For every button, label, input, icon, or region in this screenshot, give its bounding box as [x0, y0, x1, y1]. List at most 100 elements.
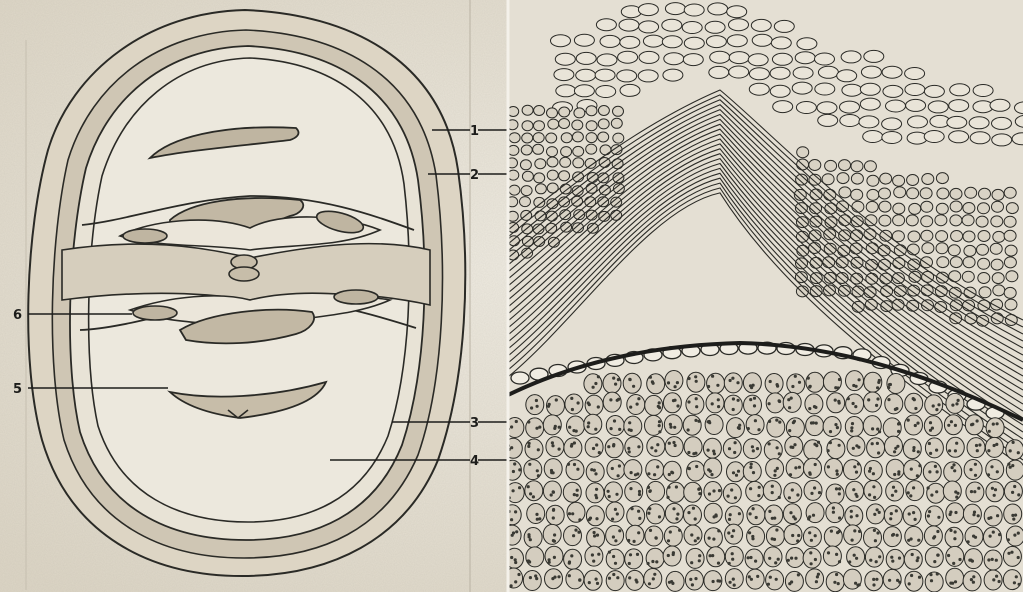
starch-grain [788, 429, 791, 432]
endosperm-cell [704, 503, 722, 523]
starch-grain [695, 405, 698, 408]
endosperm-cell [827, 393, 845, 413]
epidermis-cell [749, 68, 769, 80]
starch-grain [593, 534, 596, 537]
starch-grain [790, 446, 793, 449]
starch-grain [893, 473, 896, 476]
starch-grain [733, 584, 736, 587]
endosperm-cell [725, 506, 743, 526]
parenchyma-cell [936, 231, 948, 242]
starch-grain [648, 582, 651, 585]
starch-grain [1018, 583, 1021, 586]
endosperm-cell [946, 568, 964, 588]
starch-grain [593, 531, 596, 534]
starch-grain [776, 446, 779, 449]
starch-grain [978, 443, 981, 446]
starch-grain [734, 496, 737, 499]
epidermis-cell [596, 19, 616, 31]
starch-grain [572, 534, 575, 537]
starch-grain [1007, 463, 1010, 466]
parenchyma-cell [522, 121, 533, 131]
starch-grain [536, 405, 539, 408]
epidermis-cell [841, 51, 861, 63]
starch-grain [855, 557, 858, 560]
starch-grain [973, 490, 976, 493]
starch-grain [875, 560, 878, 563]
starch-grain [712, 538, 715, 541]
epidermis-cell [662, 36, 682, 48]
starch-grain [1017, 556, 1020, 559]
starch-grain [929, 421, 932, 424]
endosperm-cell [884, 506, 902, 526]
starch-grain [992, 531, 995, 534]
epidermis-cell [928, 101, 948, 113]
starch-grain [812, 514, 815, 517]
starch-grain [797, 534, 800, 537]
starch-grain [916, 422, 919, 425]
epidermis-cell [860, 83, 880, 95]
parenchyma-cell [963, 203, 975, 214]
starch-grain [809, 473, 812, 476]
endosperm-cell [624, 460, 642, 480]
parenchyma-cell [893, 175, 905, 186]
endosperm-cell [924, 416, 942, 436]
starch-grain [737, 399, 740, 402]
starch-grain [729, 581, 732, 584]
starch-grain [972, 581, 975, 584]
parenchyma-cell [1006, 271, 1018, 282]
starch-grain [513, 462, 516, 465]
endosperm-cell [647, 436, 665, 456]
starch-grain [649, 529, 652, 532]
starch-grain [570, 397, 573, 400]
epidermis-cell [792, 82, 812, 94]
starch-grain [896, 579, 899, 582]
starch-grain [775, 419, 778, 422]
starch-grain [607, 490, 610, 493]
starch-grain [711, 402, 714, 405]
starch-grain [897, 430, 900, 433]
parenchyma-cell [949, 271, 961, 282]
endosperm-cell [725, 524, 743, 544]
epidermis-cell [840, 115, 860, 127]
parenchyma-cell [950, 257, 962, 268]
starch-grain [738, 512, 741, 515]
starch-grain [987, 558, 990, 561]
starch-grain [1017, 493, 1020, 496]
endosperm-cell [606, 416, 624, 436]
parenchyma-cell [546, 211, 557, 221]
starch-grain [650, 446, 653, 449]
starch-grain [748, 531, 751, 534]
starch-grain [527, 445, 530, 448]
starch-grain [687, 511, 690, 514]
endosperm-cell [964, 460, 982, 480]
endosperm-cell [623, 373, 641, 393]
starch-grain [728, 447, 731, 450]
epidermis-cell [949, 100, 969, 112]
starch-grain [637, 531, 640, 534]
starch-grain [1011, 514, 1014, 517]
endosperm-cell [906, 481, 924, 501]
endosperm-cell [607, 459, 625, 479]
starch-grain [514, 510, 517, 513]
epidermis-cell [797, 38, 817, 50]
starch-grain [774, 469, 777, 472]
starch-grain [873, 529, 876, 532]
starch-grain [648, 490, 651, 493]
endosperm-cell [705, 415, 723, 435]
starch-grain [976, 449, 979, 452]
starch-grain [891, 560, 894, 563]
epidermis-cell [860, 98, 880, 110]
starch-grain [712, 580, 715, 583]
starch-grain [954, 580, 957, 583]
starch-grain [752, 384, 755, 387]
parenchyma-cell [598, 119, 609, 129]
starch-grain [578, 578, 581, 581]
parenchyma-cell [797, 147, 809, 158]
starch-grain [887, 398, 890, 401]
epidermis-cell [596, 86, 616, 98]
starch-grain [918, 576, 921, 579]
starch-grain [932, 536, 935, 539]
starch-grain [768, 402, 771, 405]
starch-grain [914, 424, 917, 427]
starch-grain [992, 578, 995, 581]
